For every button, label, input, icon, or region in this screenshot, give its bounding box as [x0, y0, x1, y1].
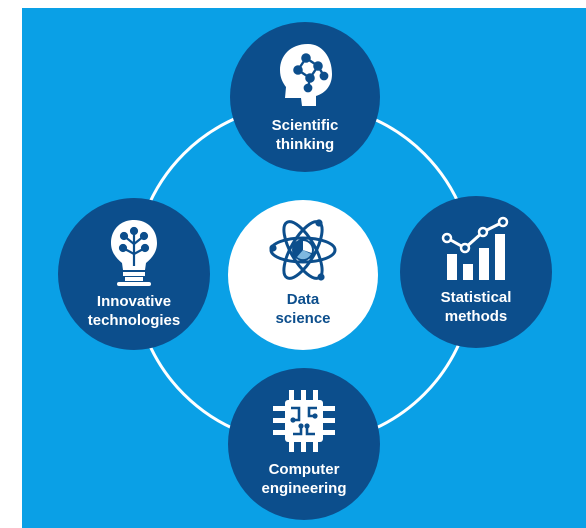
atom-pie-chart-icon	[269, 219, 337, 281]
lightbulb-network-icon	[111, 220, 157, 286]
node-computer-engineering: Computer engineering	[228, 368, 380, 520]
node-innovative-technologies: Innovative technologies	[58, 198, 210, 350]
node-label-scientific-thinking: Scientific thinking	[271, 117, 339, 153]
node-data-science: Data science	[228, 200, 378, 350]
circuit-chip-icon	[273, 390, 335, 452]
node-label-data-science: Data science	[275, 291, 331, 327]
node-label-innovative-technologies: Innovative technologies	[87, 293, 181, 329]
node-label-statistical-methods: Statistical methods	[440, 289, 512, 325]
node-label-computer-engineering: Computer engineering	[261, 461, 347, 497]
node-scientific-thinking: Scientific thinking	[230, 22, 380, 172]
diagram-panel: Scientific thinking Innovative technolog…	[22, 8, 586, 528]
node-statistical-methods: Statistical methods	[400, 196, 552, 348]
bar-chart-trend-icon	[441, 216, 509, 280]
head-network-icon	[280, 44, 332, 106]
